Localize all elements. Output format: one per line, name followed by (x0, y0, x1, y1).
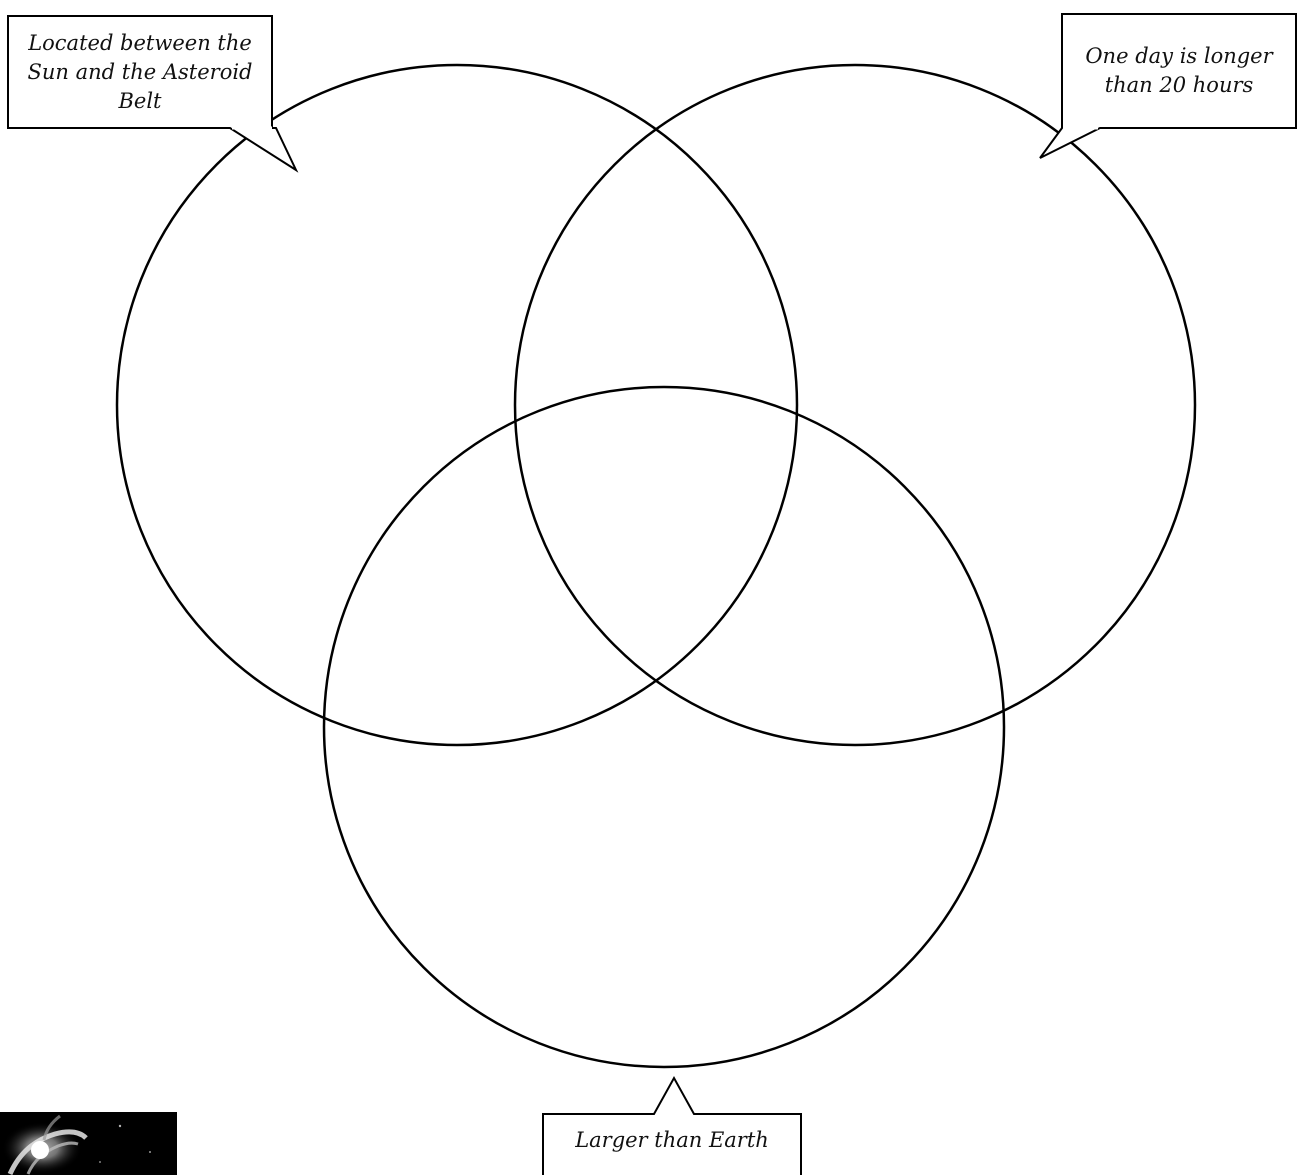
circle-right (513, 63, 1197, 747)
callout-bottom-box (542, 1075, 802, 1175)
callout-right-box (1039, 13, 1297, 159)
circle-left (115, 63, 799, 747)
set-label-left: Located between the Sun and the Asteroid… (27, 30, 253, 113)
galaxy-photo-icon (0, 1112, 177, 1175)
set-label-bottom: Larger than Earth (575, 1128, 769, 1152)
circle-bottom (322, 385, 1006, 1069)
set-label-right: One day is longer than 20 hours (1085, 44, 1273, 97)
callout-left-box (7, 15, 299, 173)
